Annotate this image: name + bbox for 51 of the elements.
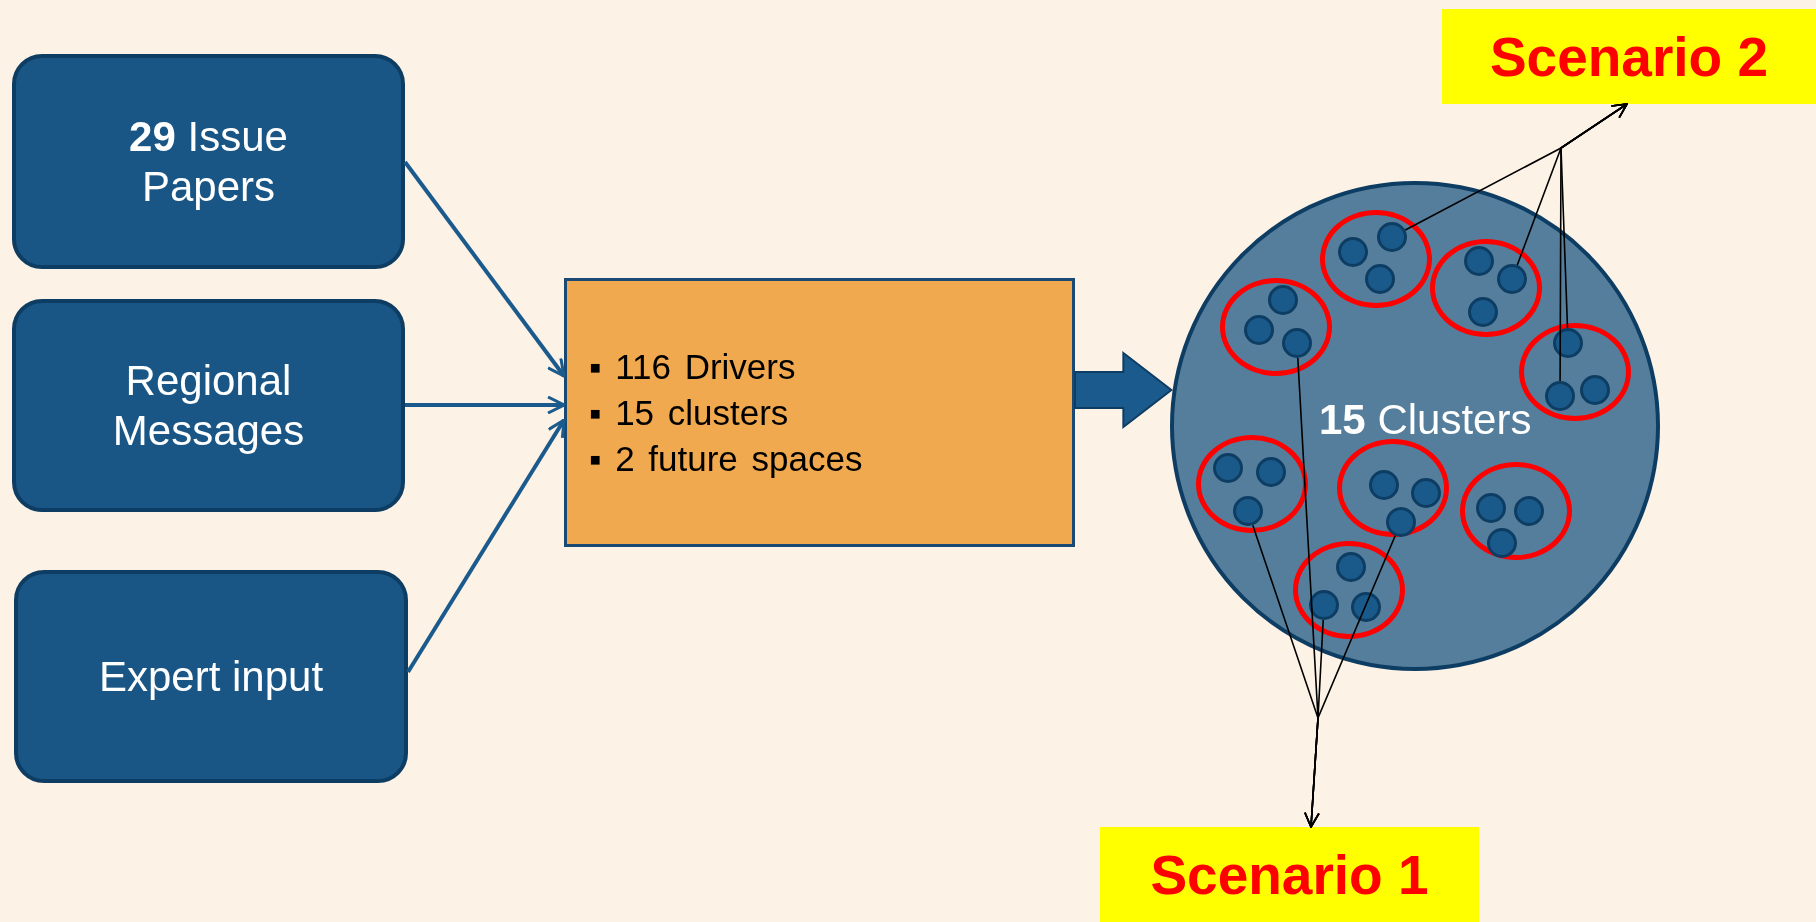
box-text: Expert input — [97, 651, 325, 702]
dot — [1351, 592, 1381, 622]
dot — [1213, 453, 1243, 483]
dot — [1244, 315, 1274, 345]
input-box — [12, 54, 405, 269]
dot — [1553, 328, 1583, 358]
dot — [1256, 457, 1286, 487]
dot — [1464, 246, 1494, 276]
bullet-item: ▪ 15 clusters — [589, 391, 790, 434]
process-box — [564, 278, 1075, 547]
cluster-ellipse — [1430, 239, 1542, 337]
dot — [1338, 237, 1368, 267]
input-box — [12, 299, 405, 512]
dot — [1497, 264, 1527, 294]
box-text: Regional Messages — [111, 355, 306, 456]
circle-label: 15 Clusters — [1319, 397, 1532, 443]
dot — [1377, 222, 1407, 252]
cluster-ellipse — [1460, 462, 1572, 560]
cluster-ellipse — [1337, 439, 1449, 537]
bullet-item: ▪ 2 future spaces — [589, 437, 863, 480]
cluster-ellipse — [1196, 435, 1308, 533]
dot — [1365, 264, 1395, 294]
block-arrow — [1074, 350, 1173, 430]
dot — [1268, 285, 1298, 315]
dot — [1514, 496, 1544, 526]
dot — [1487, 528, 1517, 558]
arrow — [405, 395, 566, 415]
scenario-label-box — [1100, 827, 1479, 922]
dot — [1545, 381, 1575, 411]
dot — [1411, 478, 1441, 508]
cluster-ellipse — [1320, 210, 1432, 308]
input-box — [14, 570, 408, 783]
dot — [1309, 590, 1339, 620]
arrow — [403, 160, 566, 378]
scenario-label: Scenario 2 — [1489, 24, 1769, 89]
leader-arrow — [1559, 103, 1628, 382]
cluster-ellipse — [1293, 541, 1405, 639]
box-text: 29 Issue Papers — [128, 111, 289, 212]
dot — [1336, 552, 1366, 582]
dot — [1282, 328, 1312, 358]
dot — [1386, 507, 1416, 537]
dot — [1468, 297, 1498, 327]
dot — [1580, 375, 1610, 405]
scenario-label: Scenario 1 — [1150, 842, 1429, 907]
dot — [1233, 496, 1263, 526]
scenario-label-box — [1442, 9, 1816, 104]
arrow — [406, 418, 566, 674]
bullet-item: ▪ 116 Drivers — [589, 345, 797, 388]
cluster-ellipse — [1220, 278, 1332, 376]
dot — [1369, 470, 1399, 500]
dot — [1476, 493, 1506, 523]
